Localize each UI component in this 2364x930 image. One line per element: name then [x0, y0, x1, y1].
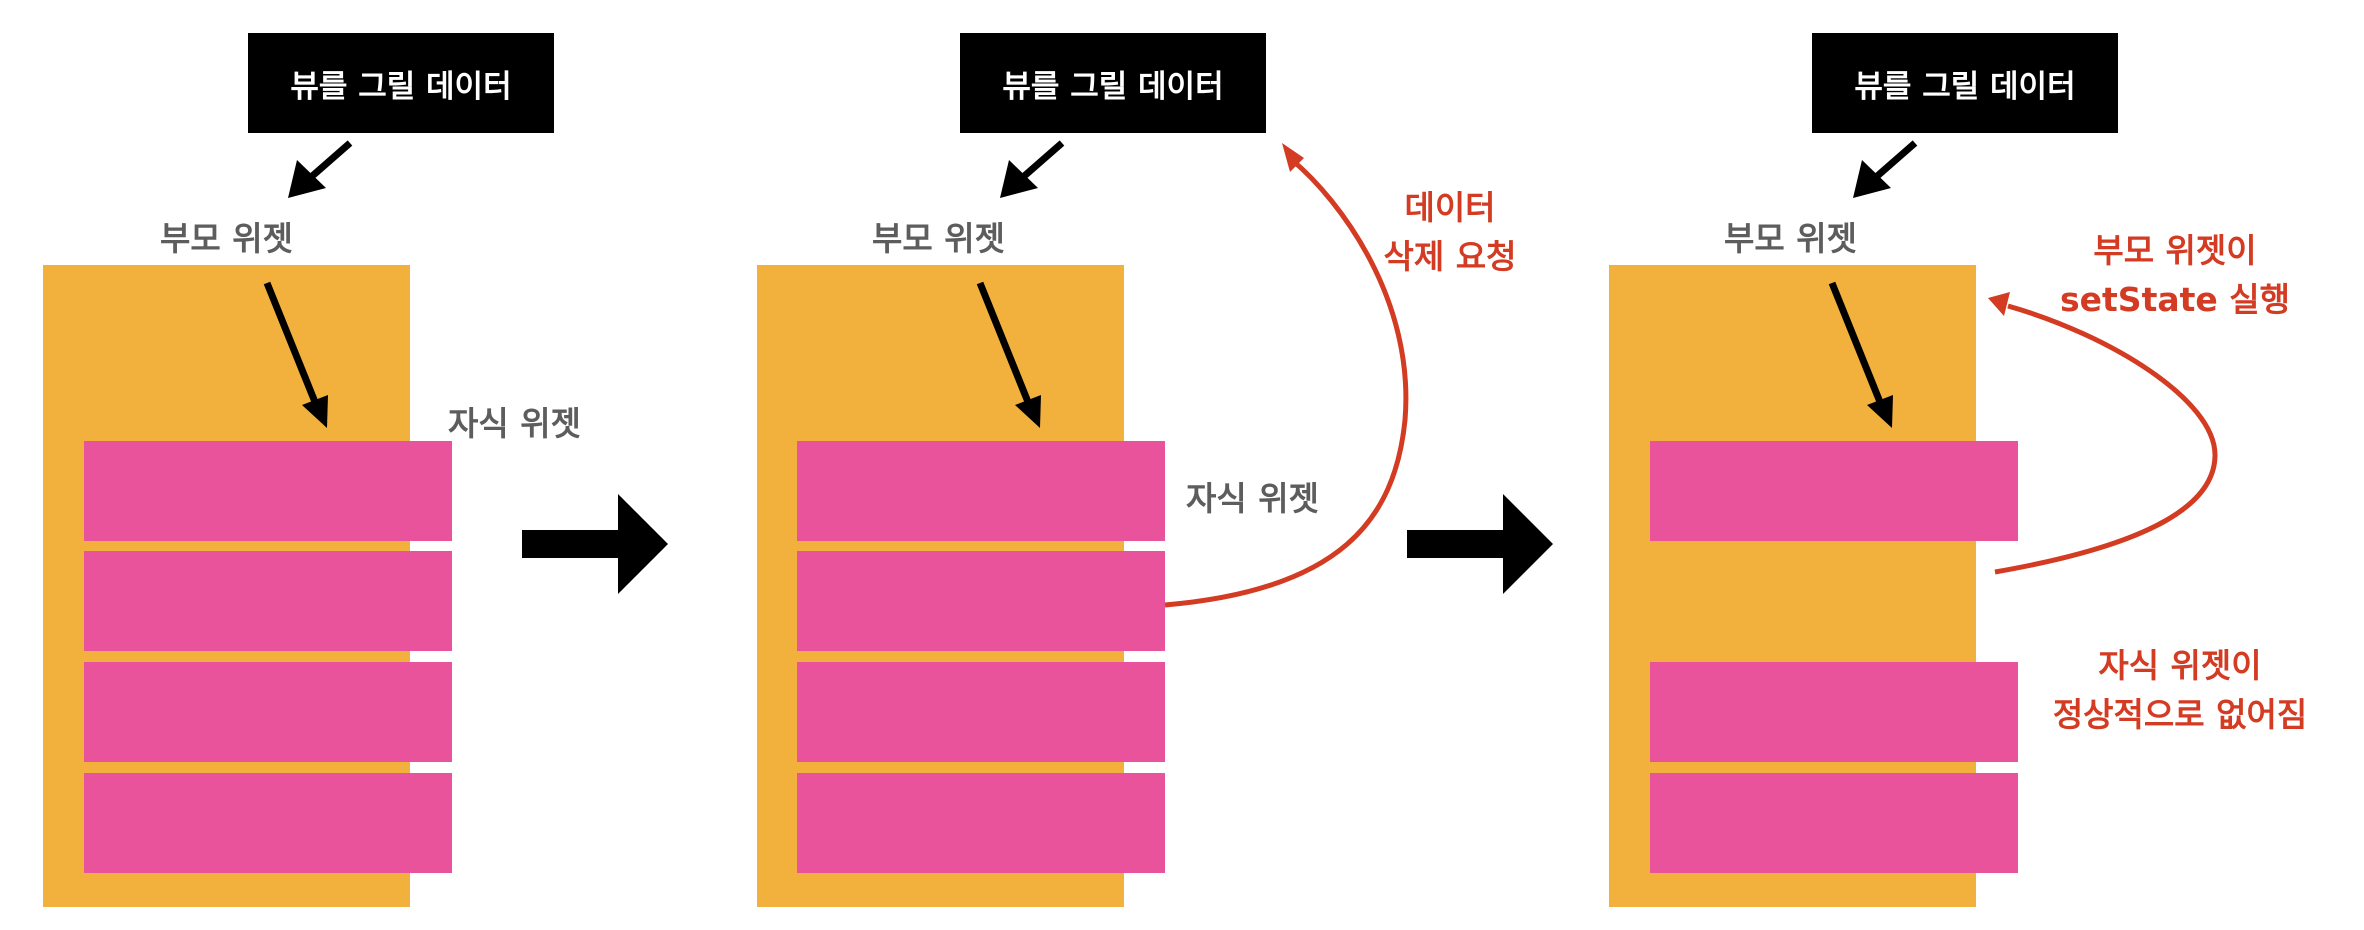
child-widget-row	[797, 773, 1165, 873]
data-box-panel2: 뷰를 그릴 데이터	[960, 33, 1266, 133]
annotation-line: 삭제 요청	[1383, 237, 1517, 276]
diagonal-arrow-icon	[1853, 140, 1918, 198]
parent-widget-label-panel2: 부모 위젯	[872, 219, 1005, 258]
data-box-panel1: 뷰를 그릴 데이터	[248, 33, 554, 133]
child-widget-row	[84, 551, 452, 651]
right-arrow-icon	[1407, 494, 1553, 594]
data-box-panel3: 뷰를 그릴 데이터	[1812, 33, 2118, 133]
child-widget-row	[1650, 441, 2018, 541]
diagonal-arrow-icon	[1000, 140, 1065, 198]
diagonal-arrow-icon	[288, 140, 353, 198]
curved-arrow-icon	[1988, 292, 2218, 575]
annotation-line: 정상적으로 없어짐	[2052, 695, 2308, 734]
child-widget-label-panel2: 자식 위젯	[1186, 479, 1319, 518]
data-box-label: 뷰를 그릴 데이터	[1854, 68, 2076, 105]
right-arrow-icon	[522, 494, 668, 594]
child-widget-label-panel1: 자식 위젯	[448, 404, 581, 443]
child-widget-row	[84, 662, 452, 762]
child-widget-row	[797, 551, 1165, 651]
parent-widget-label-panel1: 부모 위젯	[160, 219, 293, 258]
child-widget-row	[1650, 662, 2018, 762]
annotation-line: setState 실행	[2060, 280, 2290, 319]
diagonal-arrow-icon	[976, 281, 1041, 428]
curved-arrow-icon	[1164, 143, 1409, 608]
annotation-line: 데이터	[1404, 188, 1496, 227]
child-widget-row	[84, 441, 452, 541]
child-widget-row	[797, 662, 1165, 762]
child-widget-row	[797, 441, 1165, 541]
data-box-label: 뷰를 그릴 데이터	[290, 68, 512, 105]
annotation-line: 자식 위젯이	[2098, 646, 2262, 685]
child-widget-row	[84, 773, 452, 873]
diagonal-arrow-icon	[1828, 281, 1893, 428]
delete-request-annotation: 데이터 삭제 요청	[1365, 183, 1535, 281]
child-removed-annotation: 자식 위젯이 정상적으로 없어짐	[2020, 641, 2340, 739]
parent-widget-label-panel3: 부모 위젯	[1724, 219, 1857, 258]
annotation-line: 부모 위젯이	[2093, 231, 2257, 270]
diagonal-arrow-icon	[263, 281, 328, 428]
child-widget-row	[1650, 773, 2018, 873]
data-box-label: 뷰를 그릴 데이터	[1002, 68, 1224, 105]
setstate-annotation: 부모 위젯이 setState 실행	[2040, 226, 2310, 324]
